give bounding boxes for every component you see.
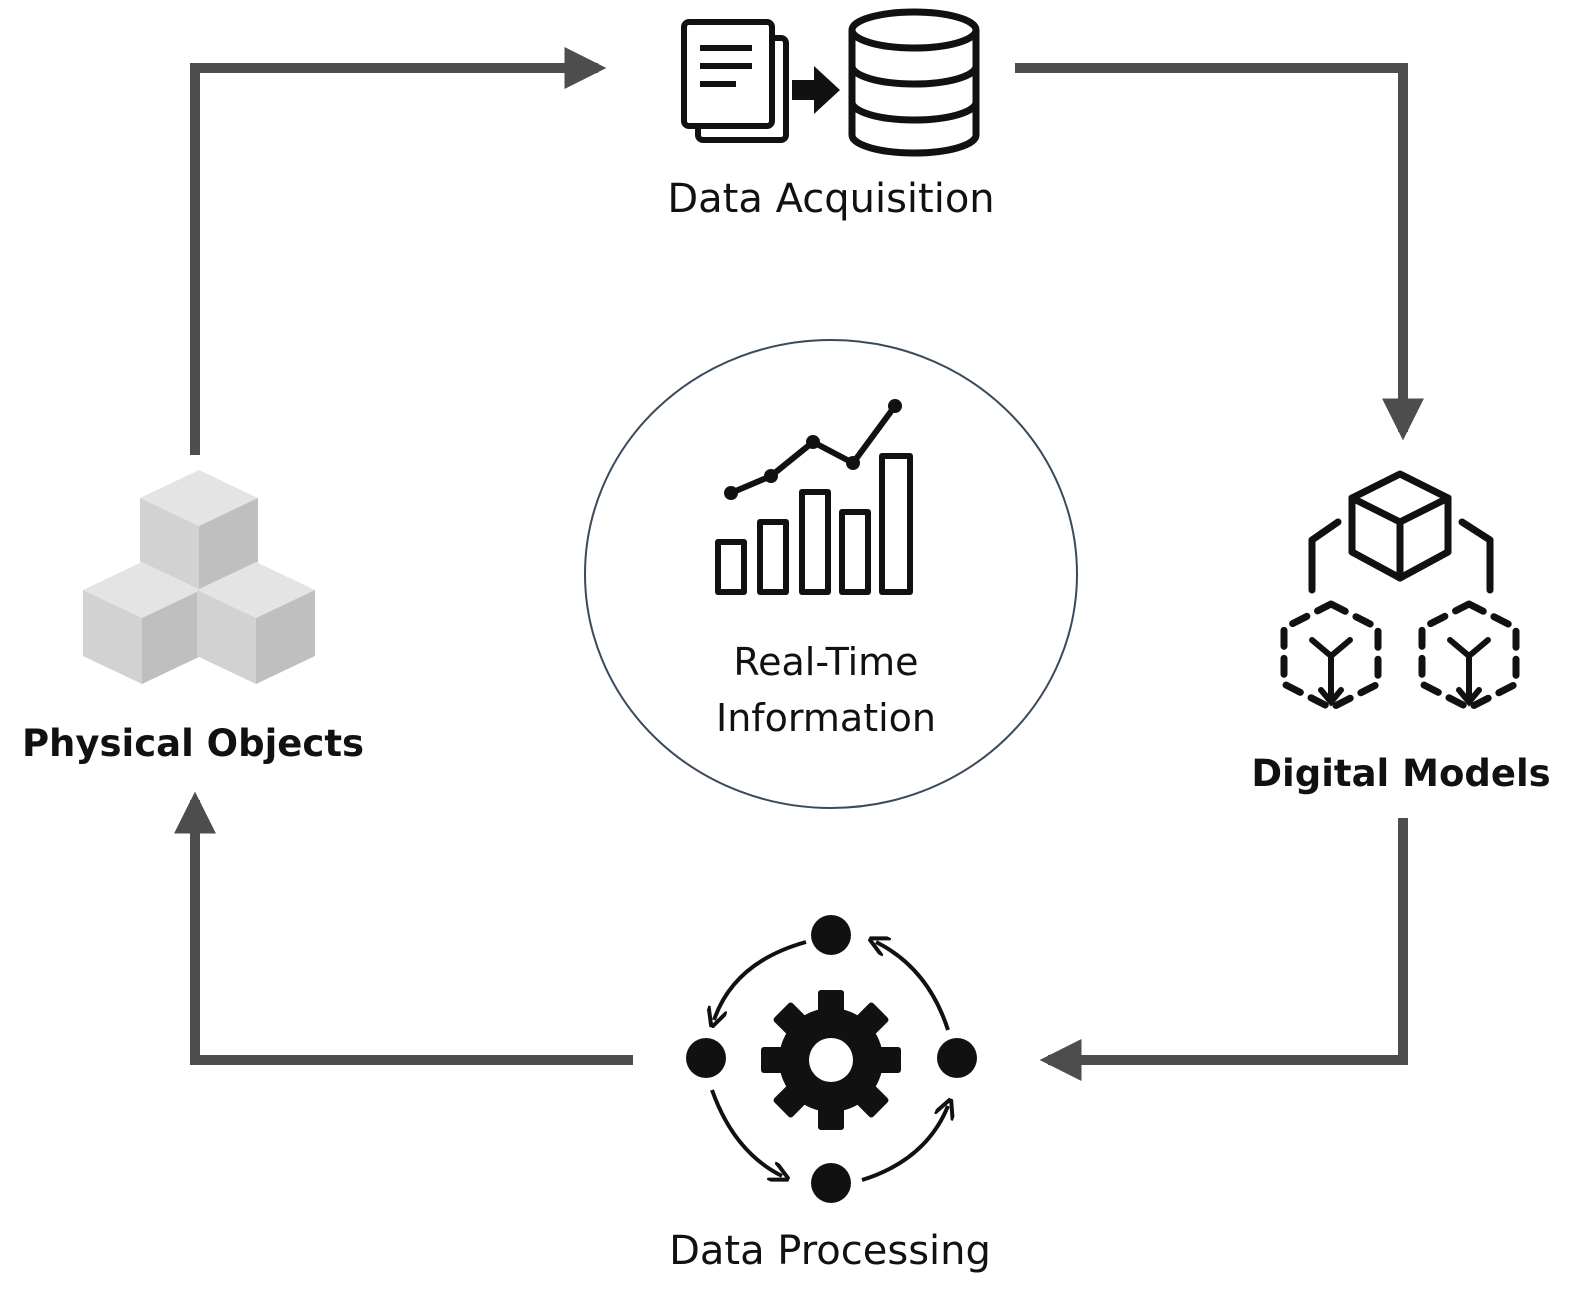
arrow-processing-to-physical (174, 791, 633, 1065)
real-time-information-label: Real-Time Information (646, 634, 1006, 746)
data-processing-label: Data Processing (669, 1228, 991, 1274)
arrow-acquisition-to-models (1015, 63, 1424, 441)
digital-models-label: Digital Models (1251, 752, 1551, 795)
data-acquisition-label: Data Acquisition (667, 176, 995, 222)
arrow-models-to-processing (1039, 818, 1408, 1081)
physical-objects-label: Physical Objects (21, 722, 365, 765)
arrow-physical-to-acquisition (190, 47, 607, 455)
center-label-line1: Real-Time (733, 640, 919, 684)
center-label-line2: Information (716, 696, 936, 740)
